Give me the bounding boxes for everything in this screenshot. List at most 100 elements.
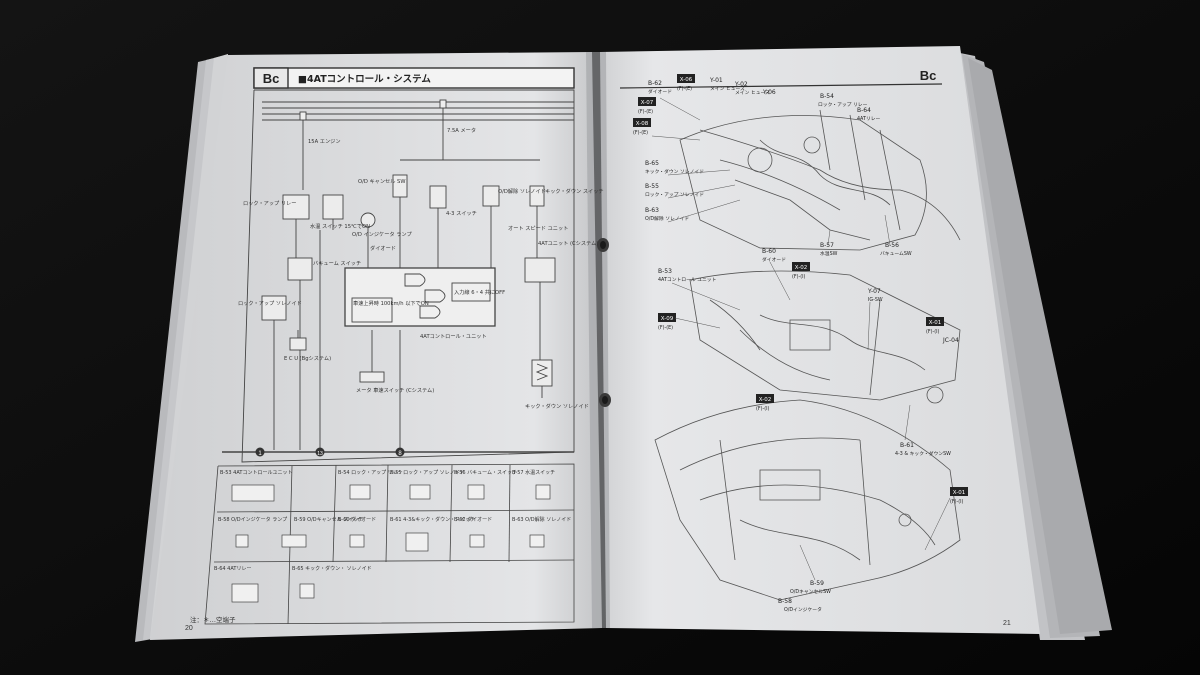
connector-b61: B-61 4-3&キック・ダウン・スイッチ xyxy=(390,516,475,523)
callout-b65: B-65 xyxy=(645,160,659,167)
left-header: Bc ■4ATコントロール・システム xyxy=(253,67,575,89)
label-ecu: E C U (Bgシステム) xyxy=(284,355,331,362)
schematic-diagram xyxy=(222,89,575,463)
label-vacuum-switch: バキューム スイッチ xyxy=(313,260,361,267)
callout-x09-desc: (F)-(E) xyxy=(658,325,673,331)
right-section-code: Bc xyxy=(920,68,937,83)
callout-y02-desc: メイン ヒューズ xyxy=(735,89,770,96)
right-callouts: B-62 ダイオード X-06 (F)-(E) Y-01 メイン ヒューズ Y-… xyxy=(633,74,968,613)
left-page xyxy=(150,52,602,640)
callout-x09: X-09 xyxy=(661,316,674,322)
label-diode: ダイオード xyxy=(370,244,396,252)
callout-b57: B-57 xyxy=(820,242,834,249)
callout-b65-desc: キック・ダウン ソレノイド xyxy=(645,168,704,175)
ground-markers: 1 13 8 xyxy=(255,447,405,457)
callout-x07-desc: (F)-(E) xyxy=(638,109,653,115)
label-control-unit: 4ATコントロール・ユニット xyxy=(420,333,487,340)
callout-jc04: JC-04 xyxy=(942,337,959,344)
dashboard-illustration xyxy=(689,270,961,404)
callout-b55: B-55 xyxy=(645,183,659,190)
callout-b58: B-58 xyxy=(778,598,792,605)
callout-y01: Y-01 xyxy=(709,77,723,84)
connector-b62: B-62 ダイオード xyxy=(454,516,492,523)
connector-b58: B-58 O/Dインジケータ ランプ xyxy=(218,516,287,523)
callout-x08-desc: (F)-(E) xyxy=(633,130,648,136)
label-meter-switch: メータ 車速スイッチ (Cシステム) xyxy=(356,386,434,394)
schematic-labels: 15A エンジン 7.5A メータ ロック・アップ リレー 水温 スイッチ 15… xyxy=(238,126,604,410)
callout-b63: B-63 xyxy=(645,207,659,214)
instrument-panel-illustration xyxy=(654,399,961,601)
engine-bay-illustration xyxy=(679,109,961,251)
label-input-note: 入力線 6・4 共にOFF xyxy=(454,288,505,296)
spine-shadow xyxy=(586,52,610,628)
label-od-indicator: O/D インジケータ ランプ xyxy=(352,230,412,238)
connector-b59: B-59 O/Dキャンセル スイッチ xyxy=(294,517,363,523)
callout-y07-desc: IG-SW xyxy=(868,297,883,303)
connector-b60: B-60 ダイオード xyxy=(338,516,376,523)
callout-x08: X-08 xyxy=(636,121,649,127)
callout-b61-desc: 4-3 & キック・ダウンSW xyxy=(895,450,951,457)
connector-table-text: B-53 4ATコントロールユニット B-54 ロック・アップ リレー B-55… xyxy=(214,469,571,572)
label-kickdown-solenoid: キック・ダウン ソレノイド xyxy=(525,402,589,410)
callout-y02: Y-02 xyxy=(734,81,748,88)
right-header: Bc xyxy=(619,68,943,89)
left-section-code: Bc xyxy=(263,71,280,86)
ground-number-13: 13 xyxy=(317,451,323,457)
callout-b56: B-56 xyxy=(885,242,899,249)
left-footnote: 注：＊…空端子 xyxy=(190,615,236,624)
callout-x07: X-07 xyxy=(641,100,654,106)
label-od-cancel-sw: O/D キャンセル SW xyxy=(358,178,405,185)
callout-x01-upper-desc: (F)-(I) xyxy=(926,329,940,335)
callout-x02-lower: X-02 xyxy=(759,397,771,403)
connector-b65: B-65 キック・ダウン・ ソレノイド xyxy=(292,565,372,572)
ground-number-1: 1 xyxy=(258,451,262,457)
callout-x02-upper-desc: (F)-(I) xyxy=(792,274,806,280)
callout-b59: B-59 xyxy=(810,580,824,587)
callout-y07: Y-07 xyxy=(867,288,881,295)
connector-b57: B-57 水温スイッチ xyxy=(512,469,555,476)
callout-x01-upper: X-01 xyxy=(929,320,941,326)
callout-y01-desc: メイン ヒューズ xyxy=(710,85,745,92)
label-meter-fuse: 7.5A メータ xyxy=(447,126,476,134)
connector-shapes xyxy=(231,484,551,603)
callout-b53-desc: 4ATコントロール ユニット xyxy=(658,277,717,283)
label-43-switch: 4-3 スイッチ xyxy=(446,210,477,217)
callout-b55-desc: ロック・アップ ソレノイド xyxy=(645,192,704,198)
label-lockup-relay: ロック・アップ リレー xyxy=(243,200,296,207)
callout-x01-lower: X-01 xyxy=(953,490,965,496)
callout-b57-desc: 水温SW xyxy=(820,250,838,257)
label-kickdown-switch: キック・ダウン スイッチ xyxy=(545,187,604,195)
connector-b56: B-56 バキューム・スイッチ xyxy=(454,470,517,476)
left-page-title: ■4ATコントロール・システム xyxy=(298,74,431,85)
connector-b53: B-53 4ATコントロールユニット xyxy=(220,470,292,476)
callout-b59-desc: O/DキャンセルSW xyxy=(790,589,831,595)
label-vehicle-speed: 車速上昇時 100km/h 以下でON xyxy=(353,299,429,307)
callout-b53: B-53 xyxy=(658,268,672,275)
label-at-relay: 4ATユニット (Cシステム) xyxy=(538,240,598,247)
callout-b54-desc: ロック・アップ リレー xyxy=(818,102,868,108)
label-od-release-solenoid: O/D解除 ソレノイド xyxy=(498,187,546,195)
callout-b56-desc: バキュームSW xyxy=(880,251,912,257)
label-lockup-solenoid: ロック・アップ ソレノイド xyxy=(238,300,302,307)
label-water-temp-switch: 水温 スイッチ 15℃でON xyxy=(310,222,370,230)
connector-b63: B-63 O/D解除 ソレノイド xyxy=(512,516,571,523)
callout-b63-desc: O/D解除 ソレノイド xyxy=(645,215,689,222)
callout-x06-desc: (F)-(E) xyxy=(677,86,692,92)
label-engine-fuse: 15A エンジン xyxy=(308,138,341,145)
callout-b62: B-62 xyxy=(648,80,662,87)
right-page-stack xyxy=(955,52,1112,640)
label-auto-speed-unit: オート スピード ユニット xyxy=(508,225,568,232)
callout-x06: X-06 xyxy=(680,77,693,83)
callout-b64: B-64 xyxy=(857,107,871,114)
right-page xyxy=(600,46,1040,634)
callout-b60-desc: ダイオード xyxy=(762,256,786,263)
callout-b58-desc: O/Dインジケータ xyxy=(784,606,822,613)
callout-b62-desc: ダイオード xyxy=(648,88,672,95)
callout-b64-desc: 4ATリレー xyxy=(857,116,880,122)
callout-x01-lower-desc: (F)-(I) xyxy=(950,499,964,505)
leader-lines xyxy=(651,97,951,581)
callout-x02-lower-desc: (F)-(I) xyxy=(756,406,770,412)
connector-b54: B-54 ロック・アップ リレー xyxy=(338,470,403,476)
